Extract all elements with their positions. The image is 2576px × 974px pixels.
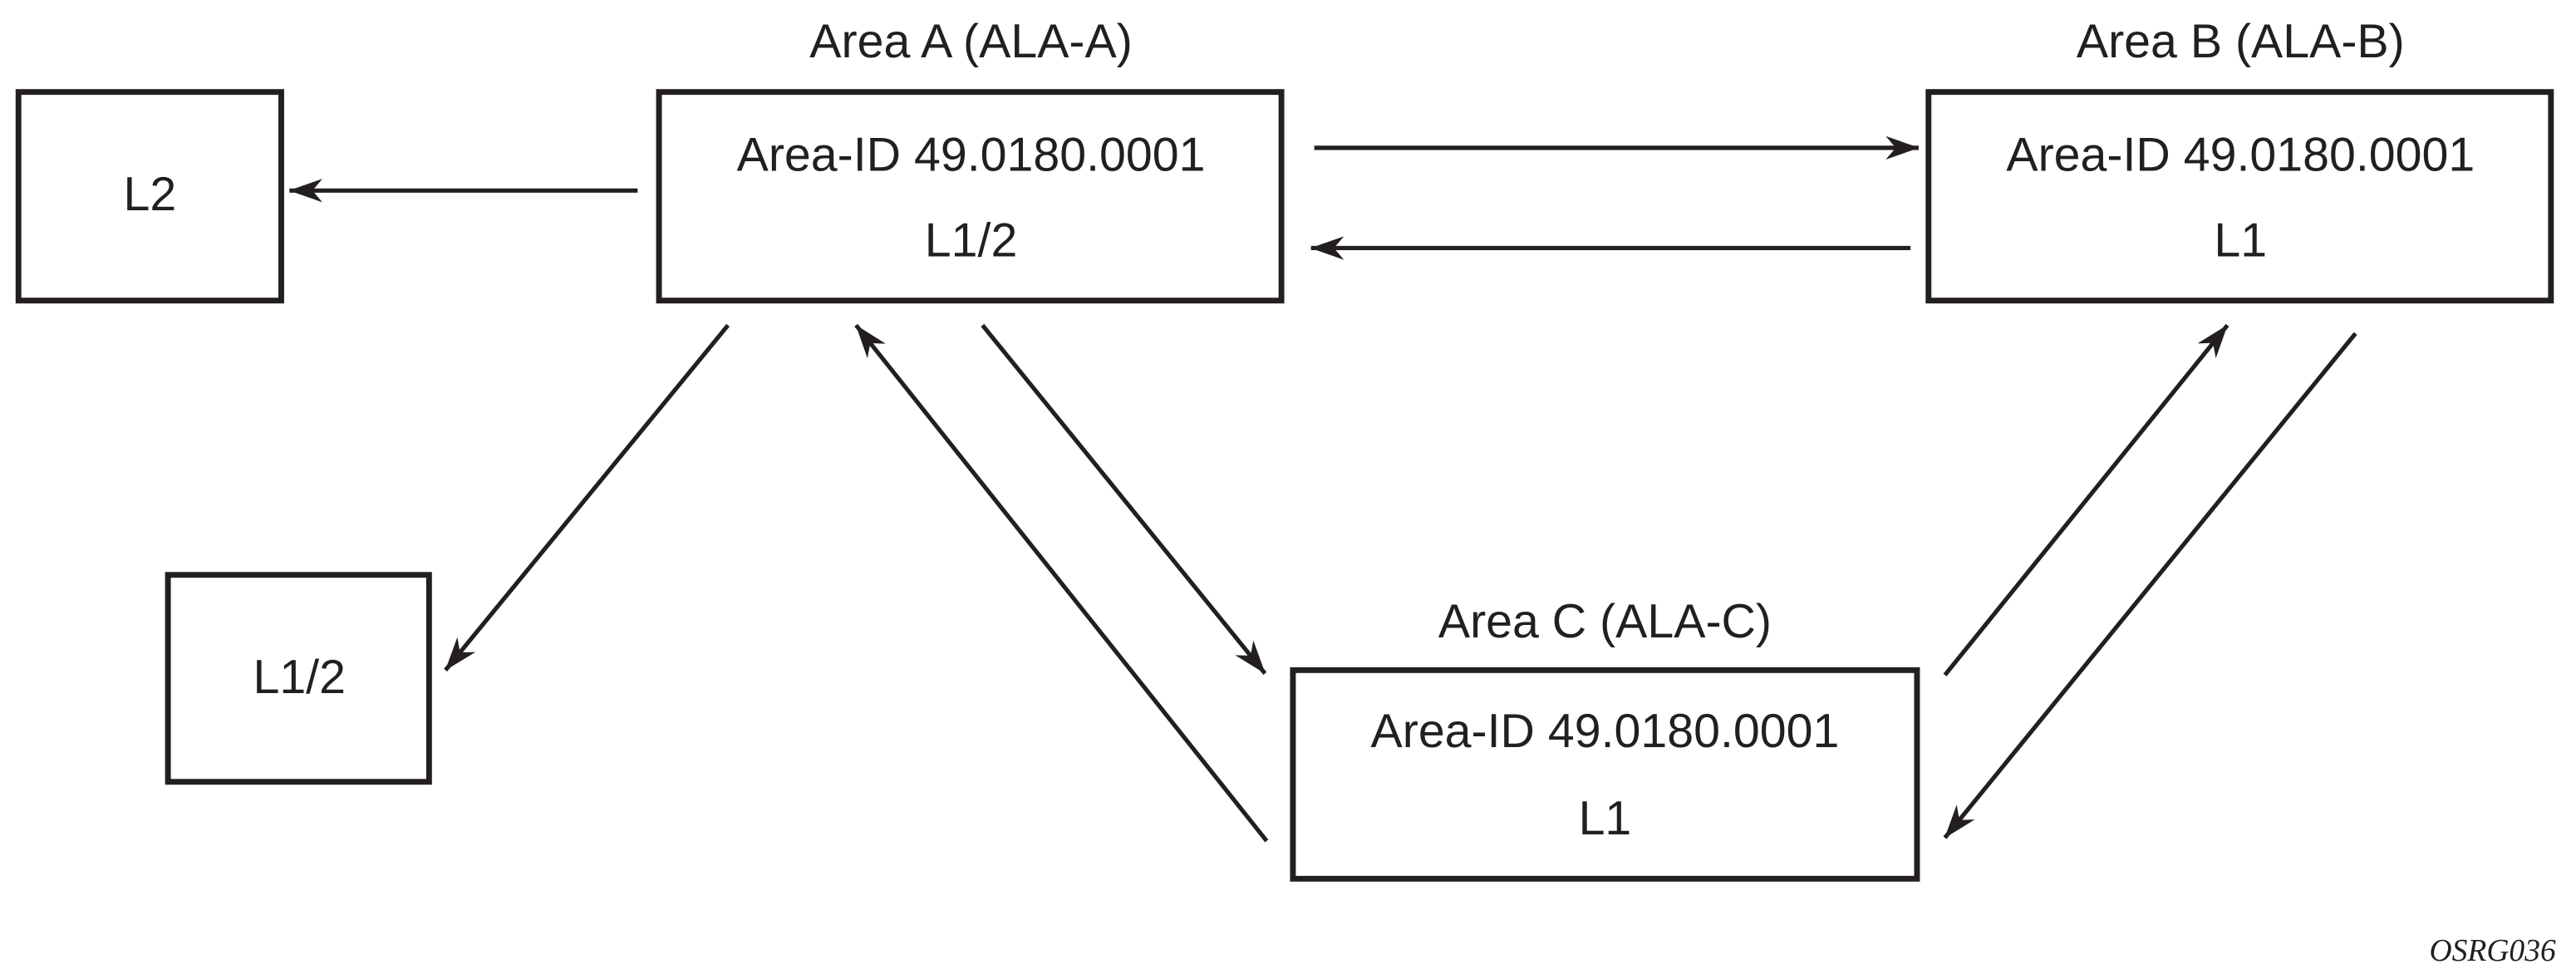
area-c: Area C (ALA-C) Area-ID 49.0180.0001 L1 bbox=[1290, 595, 1920, 882]
area-b-level: L1 bbox=[2214, 214, 2267, 267]
area-c-level: L1 bbox=[1579, 792, 1632, 845]
area-b-id: Area-ID 49.0180.0001 bbox=[2006, 129, 2475, 182]
area-a-title: Area A (ALA-A) bbox=[809, 15, 1133, 68]
arrow-c-to-b bbox=[1943, 323, 2229, 676]
arrow-b-to-c bbox=[1943, 332, 2357, 839]
area-c-box bbox=[1290, 667, 1920, 882]
area-a-level: L1/2 bbox=[925, 214, 1018, 267]
figure-id: OSRG036 bbox=[2430, 934, 2556, 968]
node-l2: L2 bbox=[15, 89, 284, 304]
node-l12-box bbox=[165, 572, 432, 785]
arrow-c-to-a bbox=[854, 323, 1269, 843]
area-a-id: Area-ID 49.0180.0001 bbox=[737, 129, 1206, 182]
area-b: Area B (ALA-B) Area-ID 49.0180.0001 L1 bbox=[1925, 15, 2554, 304]
area-b-box bbox=[1925, 89, 2554, 304]
area-b-title: Area B (ALA-B) bbox=[2077, 15, 2405, 68]
node-l2-box bbox=[15, 89, 284, 304]
area-a-box bbox=[656, 89, 1285, 304]
arrow-a-to-l12 bbox=[444, 323, 730, 671]
area-c-title: Area C (ALA-C) bbox=[1438, 595, 1772, 648]
node-l12: L1/2 bbox=[165, 572, 432, 785]
area-a: Area A (ALA-A) Area-ID 49.0180.0001 L1/2 bbox=[656, 15, 1285, 304]
node-l12-level: L1/2 bbox=[253, 651, 346, 704]
area-c-id: Area-ID 49.0180.0001 bbox=[1371, 705, 1840, 758]
node-l2-level: L2 bbox=[123, 168, 176, 221]
arrow-a-to-c bbox=[981, 323, 1267, 675]
